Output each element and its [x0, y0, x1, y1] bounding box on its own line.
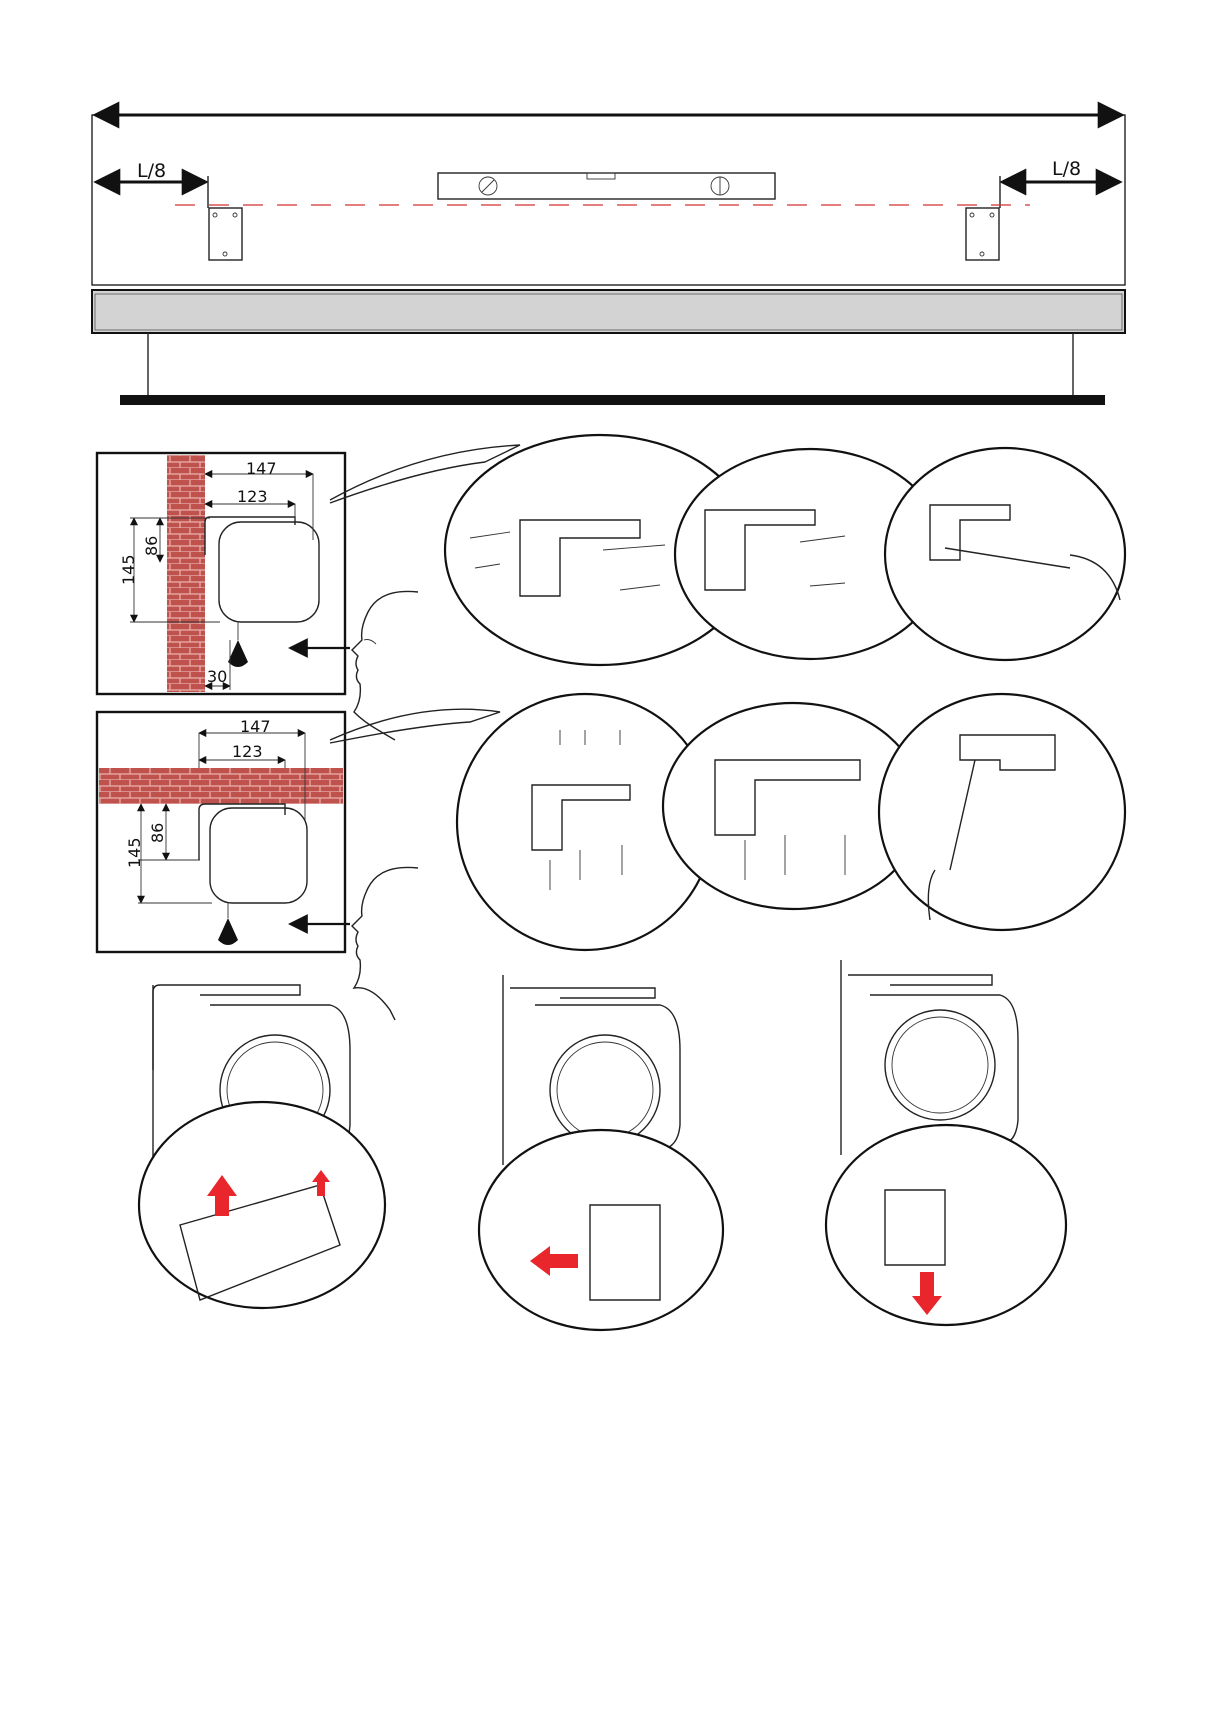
right-offset-label: L/8 — [1052, 158, 1081, 180]
ceiling-mount-panel: 147 123 145 86 — [97, 712, 418, 1020]
screen-case-ceiling — [210, 808, 307, 903]
assembly-step-2 — [479, 975, 723, 1330]
pull-handle-ceiling — [218, 918, 238, 945]
left-bracket — [209, 208, 242, 260]
assembly-step-1 — [139, 985, 385, 1308]
red-arrow-up-1 — [215, 1196, 229, 1216]
red-arrow-up-2 — [317, 1182, 325, 1196]
wall-dim-86: 86 — [142, 536, 161, 556]
right-bracket — [966, 208, 999, 260]
screen-housing — [92, 290, 1125, 333]
brick-wall-vertical — [167, 455, 205, 692]
ceiling-dim-147: 147 — [240, 717, 271, 736]
spirit-level — [438, 173, 775, 199]
screen-case-wall — [219, 522, 319, 622]
pull-handle — [228, 640, 248, 667]
wall-dim-123: 123 — [237, 487, 268, 506]
bubble-ceiling-screwdriver — [879, 694, 1125, 930]
wall-mount-panel: 147 123 145 86 30 — [97, 453, 418, 740]
assembly-step-3 — [826, 960, 1066, 1325]
wall-dim-30: 30 — [207, 667, 227, 686]
red-arrow-left — [550, 1254, 578, 1268]
brick-ceiling — [99, 768, 343, 804]
bubble-wall-screwdriver — [885, 448, 1125, 660]
red-arrow-down — [920, 1272, 934, 1296]
screen-bottom-bar — [120, 395, 1105, 405]
overview-panel: L/8 L/8 — [92, 115, 1125, 405]
face-profile-wall — [352, 591, 418, 740]
ceiling-dim-123: 123 — [232, 742, 263, 761]
wall-dim-145: 145 — [119, 554, 138, 585]
face-profile-ceiling — [352, 867, 418, 1020]
ceiling-dim-86: 86 — [148, 823, 167, 843]
ceiling-dim-145: 145 — [125, 837, 144, 868]
left-offset-label: L/8 — [137, 160, 166, 182]
wall-dim-147: 147 — [246, 459, 277, 478]
